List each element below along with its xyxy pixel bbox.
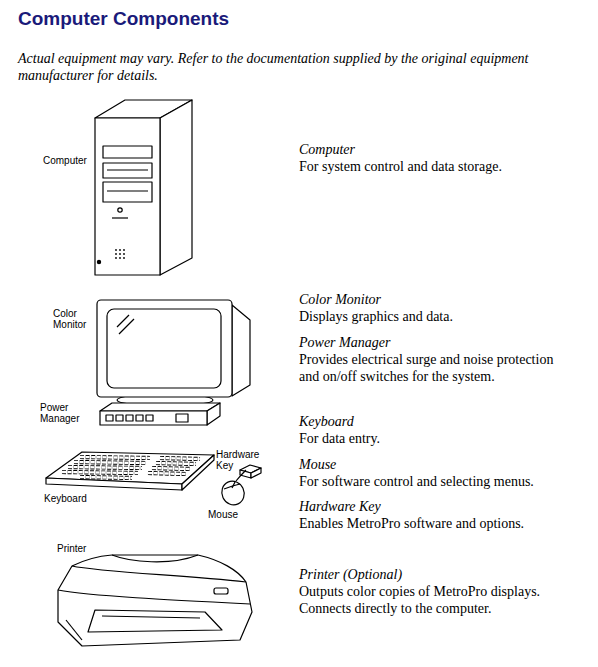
page-title: Computer Components xyxy=(18,8,229,30)
part-label: Computer xyxy=(43,155,87,166)
computer-drawing xyxy=(95,100,192,275)
monitor-drawing xyxy=(97,300,250,406)
part-heading: Keyboard xyxy=(299,413,354,430)
part-heading: Mouse xyxy=(299,456,336,473)
part-description: For system control and data storage. xyxy=(299,158,579,175)
part-heading: Power Manager xyxy=(299,334,390,351)
keyboard-drawing xyxy=(46,452,214,490)
part-description: Displays graphics and data. xyxy=(299,308,579,325)
part-label: Hardware Key xyxy=(216,449,262,471)
mouse-drawing xyxy=(218,470,248,509)
part-description: Outputs color copies of MetroPro display… xyxy=(299,583,584,617)
part-heading: Hardware Key xyxy=(299,498,381,515)
hardware-key-drawing xyxy=(240,465,261,478)
part-description: For data entry. xyxy=(299,430,579,447)
part-label: Keyboard xyxy=(44,493,87,504)
part-description: Enables MetroPro software and options. xyxy=(299,515,584,532)
part-description: Provides electrical surge and noise prot… xyxy=(299,351,567,385)
printer-drawing xyxy=(58,555,252,646)
power-manager-drawing xyxy=(100,403,220,425)
part-heading: Printer (Optional) xyxy=(299,566,402,583)
part-description: For software control and selecting menus… xyxy=(299,473,584,490)
part-label: Mouse xyxy=(208,509,238,520)
part-heading: Color Monitor xyxy=(299,291,381,308)
part-label: Power Manager xyxy=(40,402,84,424)
intro-note: Actual equipment may vary. Refer to the … xyxy=(18,50,548,84)
part-heading: Computer xyxy=(299,141,355,158)
part-label: Printer xyxy=(57,543,86,554)
part-label: Color Monitor xyxy=(53,308,93,330)
